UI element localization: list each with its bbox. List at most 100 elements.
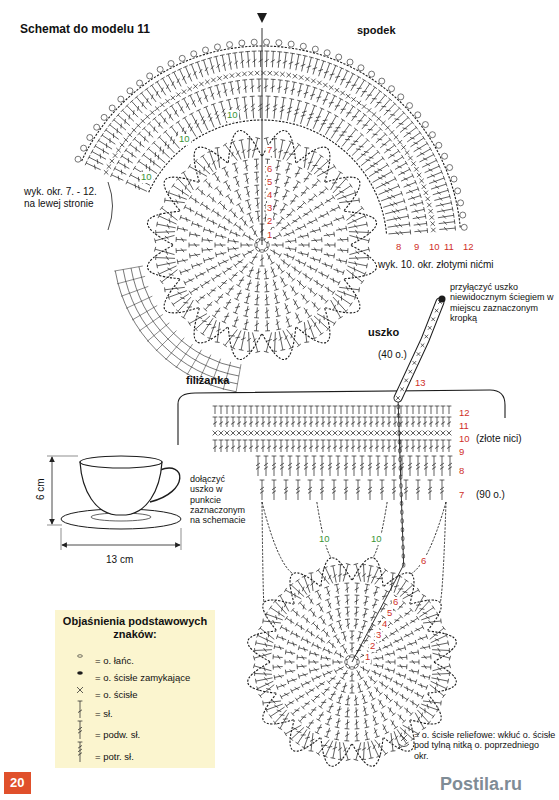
saucer-chart-part	[147, 122, 151, 125]
saucer-chart-part	[215, 341, 220, 343]
saucer-chart-part	[223, 63, 226, 67]
saucer-chart-part	[344, 211, 376, 244]
saucer-chart-part	[295, 313, 300, 322]
saucer-chart-part	[231, 210, 238, 218]
saucer-chart-part	[406, 206, 407, 211]
cup-chart-part	[321, 628, 325, 631]
saucer-chart-part	[194, 243, 197, 247]
saucer-chart-part	[164, 118, 165, 123]
saucer-chart-part	[264, 39, 270, 45]
saucer-chart-part	[139, 267, 240, 368]
saucer-chart-part	[137, 80, 143, 86]
saucer-chart-part	[242, 96, 247, 98]
cup-chart-part	[307, 630, 315, 635]
saucer-chart-part	[218, 201, 221, 204]
saucer-chart-part	[335, 88, 339, 92]
saucer-chart-part	[433, 152, 435, 156]
saucer-chart-part	[303, 201, 306, 204]
cup-chart-part	[339, 621, 342, 630]
saucer-chart-part	[430, 215, 434, 219]
cup-chart-part	[364, 636, 369, 644]
saucer-chart-part	[224, 266, 232, 272]
saucer-chart-part	[327, 275, 329, 279]
saucer-chart-part	[391, 170, 393, 174]
saucer-chart-part	[160, 280, 163, 284]
saucer-chart-part	[141, 119, 145, 123]
saucer-chart-part	[291, 334, 292, 339]
saucer-chart-part	[319, 295, 327, 302]
cup-chart-part	[382, 706, 386, 709]
saucer-chart-part	[110, 159, 114, 163]
saucer-chart-part	[194, 91, 198, 93]
saucer-chart-part	[216, 253, 226, 255]
saucer-chart-part	[340, 248, 343, 252]
saucer-chart-part	[236, 72, 240, 76]
saucer-chart-part	[379, 186, 399, 195]
saucer-chart-part	[214, 56, 219, 57]
saucer-chart-part	[238, 194, 240, 198]
saucer-chart-part	[245, 51, 250, 52]
saucer-chart-part	[190, 127, 192, 131]
saucer-chart-part	[331, 172, 341, 190]
saucer-chart-part	[239, 226, 240, 231]
saucer-chart-part	[422, 160, 436, 167]
saucer-chart-part	[231, 254, 241, 258]
cup-chart-part	[410, 678, 411, 683]
saucer-chart-part	[458, 200, 464, 206]
saucer-chart-part	[348, 224, 367, 228]
saucer-chart-part	[239, 280, 244, 281]
saucer-chart-part	[406, 184, 410, 187]
saucer-chart-part	[134, 139, 144, 147]
saucer-chart-part	[207, 238, 209, 242]
saucer-chart-part	[351, 215, 356, 216]
cup-chart-part	[397, 665, 406, 667]
saucer-chart-part	[273, 338, 277, 341]
saucer-chart-part	[312, 105, 316, 107]
cup-chart-part	[307, 688, 315, 693]
cup-chart-part	[370, 676, 372, 681]
saucer-chart-part	[217, 176, 219, 181]
cup-chart-part	[345, 618, 350, 620]
saucer-chart-part	[104, 170, 108, 174]
saucer-chart-part	[229, 54, 232, 70]
saucer-chart-part	[116, 113, 119, 117]
cup-chart-part	[337, 638, 339, 643]
saucer-chart-part	[440, 203, 444, 206]
saucer-chart-part	[326, 233, 329, 237]
cup-chart-part	[338, 609, 340, 618]
saucer-chart-part	[274, 71, 278, 75]
saucer-chart-part	[311, 239, 321, 241]
saucer-chart-part	[211, 66, 214, 70]
saucer-chart-part	[344, 245, 376, 278]
cup-chart-part	[306, 628, 309, 632]
saucer-chart-part	[435, 158, 437, 162]
saucer-chart-part	[400, 122, 412, 132]
saucer-chart-part	[370, 91, 380, 104]
saucer-chart-part	[341, 119, 345, 122]
saucer-chart-part	[349, 231, 368, 233]
saucer-chart-part	[215, 252, 217, 257]
saucer-chart-part	[157, 262, 176, 266]
saucer-chart-part	[415, 112, 421, 118]
cup-chart-part	[358, 683, 361, 692]
saucer-chart-part	[297, 90, 302, 92]
cup-chart-part	[399, 672, 401, 677]
saucer-chart-part	[193, 84, 197, 88]
saucer-chart-part	[202, 239, 212, 241]
saucer-chart-part	[265, 317, 270, 318]
saucer-chart-part	[284, 52, 289, 54]
saucer-chart-part	[246, 306, 248, 316]
saucer-chart-part	[256, 307, 258, 317]
cup-chart-part	[297, 665, 306, 667]
saucer-chart-part	[292, 256, 294, 260]
saucer-chart-part	[377, 116, 381, 120]
cup-chart-part	[297, 657, 306, 659]
saucer-chart-part	[182, 90, 186, 94]
saucer-chart-part	[202, 237, 203, 242]
saucer-chart-part	[392, 113, 404, 124]
saucer-chart-part	[143, 155, 161, 168]
cup-chart-part	[400, 656, 403, 660]
saucer-chart-part	[94, 165, 96, 170]
saucer-chart-part	[288, 222, 291, 226]
saucer-chart-part	[301, 188, 308, 196]
